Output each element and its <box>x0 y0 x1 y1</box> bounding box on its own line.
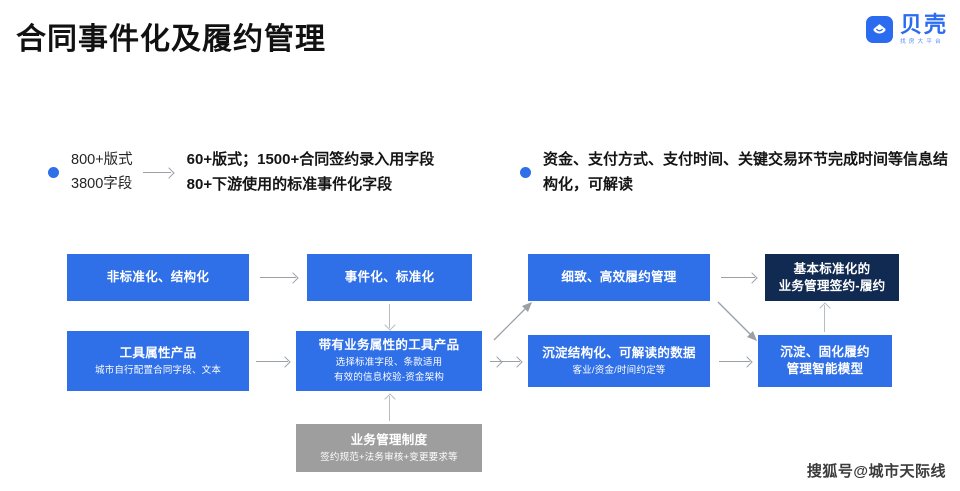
node-intelligent-model: 沉淀、固化履约 管理智能模型 <box>758 335 892 387</box>
connector-n6-n7 <box>490 361 520 363</box>
node-title-line1: 基本标准化的 <box>793 261 871 276</box>
node-title: 工具属性产品 <box>119 345 197 360</box>
brand-logo: 贝壳 找房大平台 <box>865 14 948 45</box>
bullet-left-content: 800+版式 3800字段 60+版式；1500+合同签约录入用字段 80+下游… <box>71 148 434 198</box>
node-efficient-performance-mgmt: 细致、高效履约管理 <box>528 254 710 301</box>
node-title: 业务管理制度 <box>350 432 428 447</box>
node-eventized: 事件化、标准化 <box>307 254 472 301</box>
node-title-line2: 管理智能模型 <box>786 362 864 376</box>
arrow-right-icon <box>142 167 177 179</box>
connector-n1-n2 <box>260 277 296 279</box>
bullet-left-to: 60+版式；1500+合同签约录入用字段 80+下游使用的标准事件化字段 <box>187 148 435 198</box>
bullet-left-from-line2: 3800字段 <box>71 175 133 192</box>
connector-n4-n7 <box>717 301 757 341</box>
brand-tagline: 找房大平台 <box>899 39 944 45</box>
node-title: 沉淀结构化、可解读的数据 <box>542 345 696 360</box>
node-structured-readable-data: 沉淀结构化、可解读的数据 客业/资金/时间约定等 <box>528 335 710 387</box>
node-subtitle: 城市自行配置合同字段、文本 <box>94 364 222 376</box>
node-title-line2: 业务管理签约-履约 <box>778 278 886 293</box>
bullet-right-text: 资金、支付方式、支付时间、关键交易环节完成时间等信息结构化，可解读 <box>543 151 949 193</box>
node-tool-attribute-product: 工具属性产品 城市自行配置合同字段、文本 <box>67 331 249 391</box>
node-title-line1: 沉淀、固化履约 <box>780 345 870 360</box>
node-title: 带有业务属性的工具产品 <box>318 337 460 352</box>
node-subtitle: 签约规范+法务审核+变更要求等 <box>320 451 458 463</box>
node-title: 细致、高效履约管理 <box>561 270 677 285</box>
watermark: 搜狐号@城市天际线 <box>806 463 946 480</box>
bullet-left-from: 800+版式 3800字段 <box>71 149 133 197</box>
bullet-left-to-line2: 80+下游使用的标准事件化字段 <box>186 175 393 193</box>
bullet-dot-icon <box>48 167 59 179</box>
beike-logo-icon <box>865 16 893 43</box>
node-standardized-business-mgmt: 基本标准化的 业务管理签约-履约 <box>765 254 899 301</box>
node-business-mgmt-system: 业务管理制度 签约规范+法务审核+变更要求等 <box>296 424 482 472</box>
connector-n3-n4 <box>721 277 755 279</box>
bullet-dot-icon <box>520 167 531 179</box>
brand-text: 贝壳 找房大平台 <box>900 14 948 45</box>
brand-name: 贝壳 <box>899 12 948 37</box>
connector-n5-n6 <box>256 361 288 363</box>
connector-n9-n6 <box>389 396 391 421</box>
bullet-left-from-line1: 800+版式 <box>71 151 133 168</box>
node-subtitle-line2: 有效的信息校验-资金架构 <box>333 372 445 384</box>
node-subtitle: 客业/资金/时间约定等 <box>572 364 666 376</box>
connector-n6-n3 <box>493 302 532 341</box>
node-title: 事件化、标准化 <box>344 270 435 285</box>
connector-n8-n4 <box>824 305 826 332</box>
page-title: 合同事件化及履约管理 <box>16 23 326 56</box>
connector-n2-n6 <box>389 304 391 328</box>
node-non-standardized: 非标准化、结构化 <box>67 254 249 301</box>
node-business-attribute-tool-product: 带有业务属性的工具产品 选择标准字段、条款适用 有效的信息校验-资金架构 <box>296 331 482 391</box>
connector-n7-n8 <box>719 361 750 363</box>
bullet-left: 800+版式 3800字段 60+版式；1500+合同签约录入用字段 80+下游… <box>48 148 434 198</box>
bullet-left-to-line1: 60+版式；1500+合同签约录入用字段 <box>186 151 435 168</box>
node-title: 非标准化、结构化 <box>106 270 210 285</box>
node-subtitle-line1: 选择标准字段、条款适用 <box>335 356 443 368</box>
bullet-right: 资金、支付方式、支付时间、关键交易环节完成时间等信息结构化，可解读 <box>520 148 960 198</box>
